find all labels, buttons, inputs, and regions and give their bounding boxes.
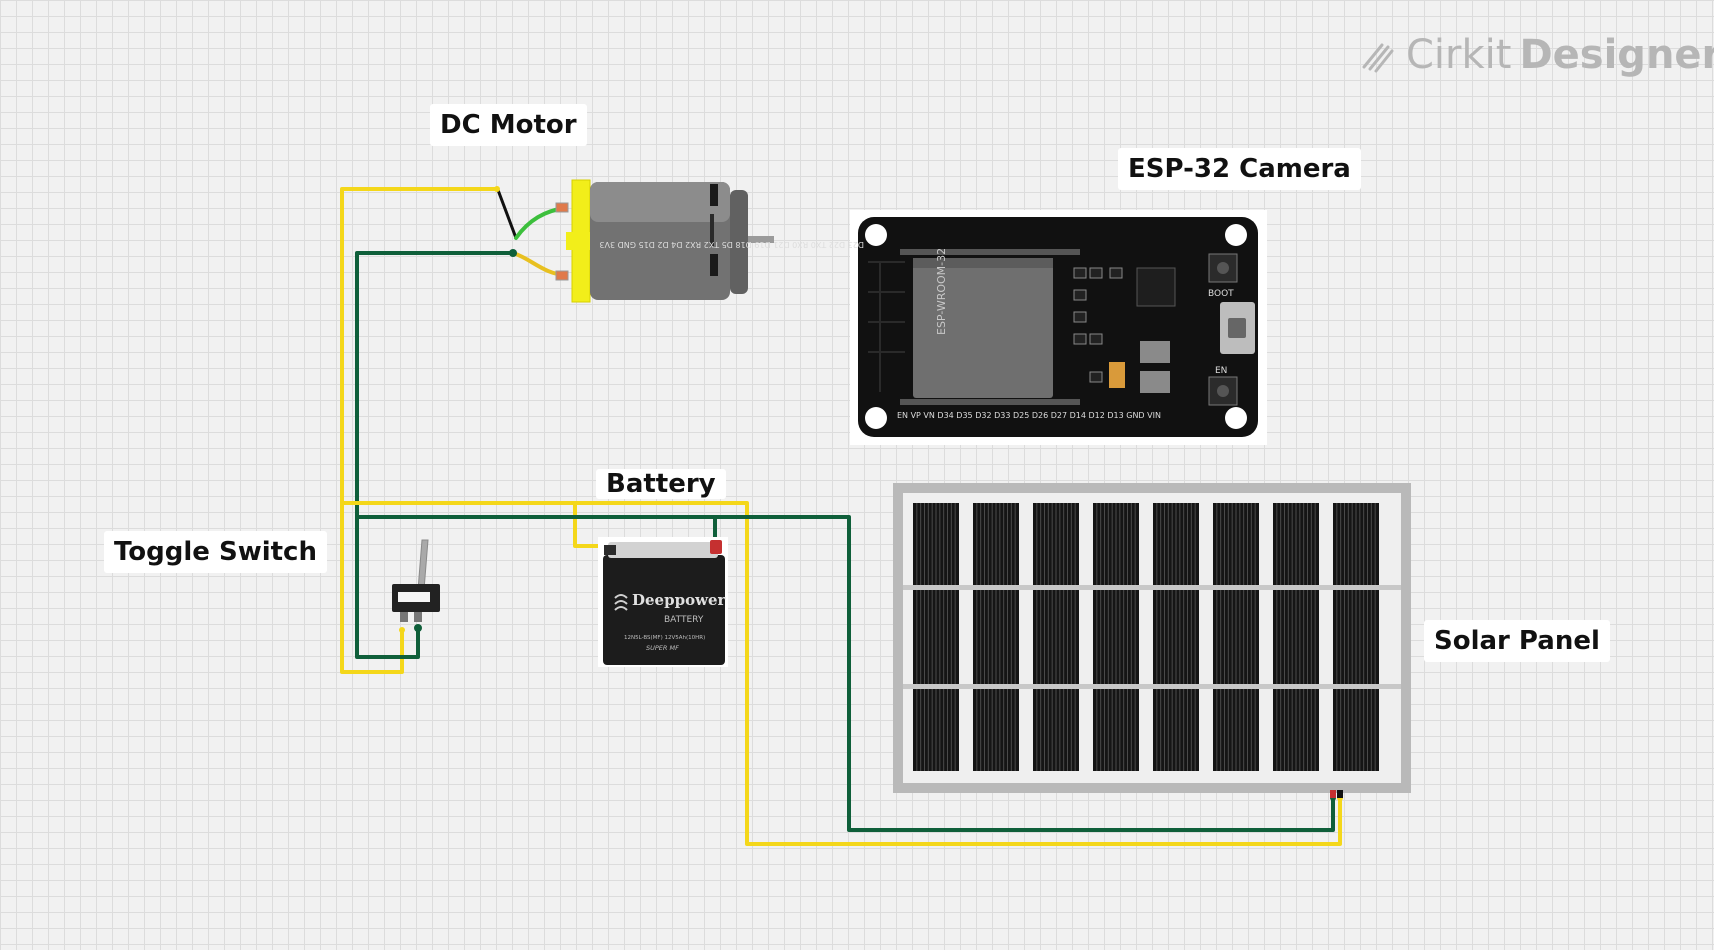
label-toggle-switch: Toggle Switch xyxy=(104,531,327,573)
mount-hole xyxy=(1225,224,1247,246)
mount-hole xyxy=(865,407,887,429)
label-esp32-camera: ESP-32 Camera xyxy=(1118,148,1361,190)
esp32-board[interactable]: D23 D22 TX0 RX0 D21 D19 D18 D5 TX2 RX2 D… xyxy=(599,210,1267,445)
motor-lead-black xyxy=(496,188,518,240)
battery-positive-terminal xyxy=(710,540,722,554)
mount-hole xyxy=(1225,407,1247,429)
battery-brand: Deeppower xyxy=(632,591,727,609)
pin-pads xyxy=(900,249,1080,405)
battery-series: SUPER MF xyxy=(646,644,679,652)
dc-motor[interactable] xyxy=(555,179,774,303)
wire-motor-switch-green[interactable] xyxy=(355,251,515,659)
label-dc-motor: DC Motor xyxy=(430,104,587,146)
battery-spec: 12N5L-BS(MF) 12V5Ah(10HR) xyxy=(624,635,705,641)
en-label: EN xyxy=(1215,366,1227,376)
waves-icon xyxy=(614,594,628,611)
antenna-trace xyxy=(868,261,905,392)
junction-dot xyxy=(414,624,422,632)
mount-hole xyxy=(865,224,887,246)
toggle-lever[interactable] xyxy=(417,539,429,591)
smd-components xyxy=(1073,267,1123,383)
junction-dot xyxy=(399,627,405,633)
chip xyxy=(1136,267,1176,307)
junction-dot xyxy=(494,186,500,192)
solar-cells xyxy=(913,503,1379,771)
pencil-lines-icon xyxy=(1362,43,1394,73)
brand-logo: Cirkit Designer xyxy=(1358,32,1714,78)
label-solar-panel: Solar Panel xyxy=(1424,620,1610,662)
esp32-bottom-pin-labels: EN VP VN D34 D35 D32 D33 D25 D26 D27 D14… xyxy=(897,411,1161,420)
wire-battery-solar-yellow[interactable] xyxy=(573,501,1342,846)
brand-name-designer: Designer xyxy=(1519,32,1714,78)
capacitor xyxy=(1109,362,1125,388)
chip xyxy=(1140,341,1170,363)
toggle-switch[interactable] xyxy=(392,539,440,622)
brand-name-cirkit: Cirkit xyxy=(1406,32,1512,78)
battery[interactable]: Deeppower BATTERY 12N5L-BS(MF) 12V5Ah(10… xyxy=(598,537,728,667)
esp32-top-pin-labels: D23 D22 TX0 RX0 D21 D19 D18 D5 TX2 RX2 D… xyxy=(599,240,864,249)
chip xyxy=(1140,371,1170,393)
solar-terminal xyxy=(1330,790,1336,798)
label-battery: Battery xyxy=(596,469,726,499)
en-button[interactable] xyxy=(1208,376,1238,406)
wire-battery-solar-green[interactable] xyxy=(713,515,1335,832)
boot-label: BOOT xyxy=(1208,289,1234,299)
esp-wroom-module xyxy=(913,258,1053,398)
battery-type: BATTERY xyxy=(664,615,704,625)
wire-switch-battery-yellow[interactable] xyxy=(340,501,612,548)
solar-panel[interactable] xyxy=(893,483,1411,798)
solar-terminal xyxy=(1337,790,1343,798)
junction-dot xyxy=(509,249,517,257)
esp-wroom-label: ESP-WROOM-32 xyxy=(935,248,948,335)
